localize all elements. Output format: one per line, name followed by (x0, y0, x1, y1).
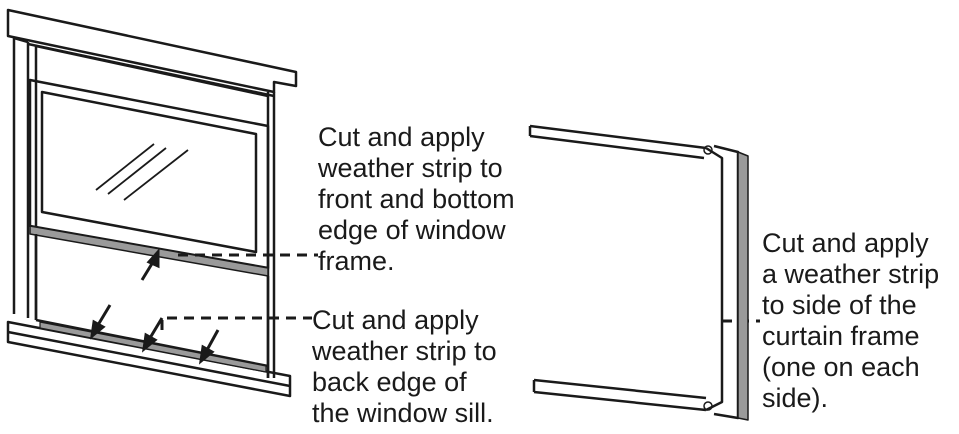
curtain-frame-illustration (528, 124, 749, 421)
upper-sash-inner (40, 90, 258, 254)
window-lower-frame (34, 234, 270, 378)
window-head-trim (6, 8, 298, 94)
window-jamb-left (12, 36, 30, 318)
arrow-sill-strip-2 (141, 317, 164, 353)
curtain-frame-bottom-rail (533, 378, 707, 412)
curtain-frame-screw-top (703, 145, 713, 155)
glass-reflection-marks (95, 143, 189, 201)
arrow-sill-strip-1 (89, 304, 112, 340)
leader-window-sill (160, 316, 312, 330)
window-arrows (89, 248, 220, 365)
sill-weather-strip (39, 321, 267, 373)
curtain-frame-top-rail (529, 124, 707, 160)
curtain-frame-side-inner (705, 146, 724, 412)
curtain-weather-strip (737, 151, 749, 421)
arrow-sill-strip-3 (198, 329, 220, 365)
callout-window-frame: Cut and apply weather strip to front and… (318, 122, 515, 276)
arrow-sash-strip (140, 248, 160, 281)
callout-window-sill: Cut and apply weather strip to back edge… (312, 305, 497, 428)
callout-curtain-frame: Cut and apply a weather strip to side of… (762, 228, 940, 413)
window-illustration (6, 8, 298, 398)
curtain-frame-side-outer (713, 144, 740, 420)
curtain-frame-screw-bottom (703, 401, 713, 411)
